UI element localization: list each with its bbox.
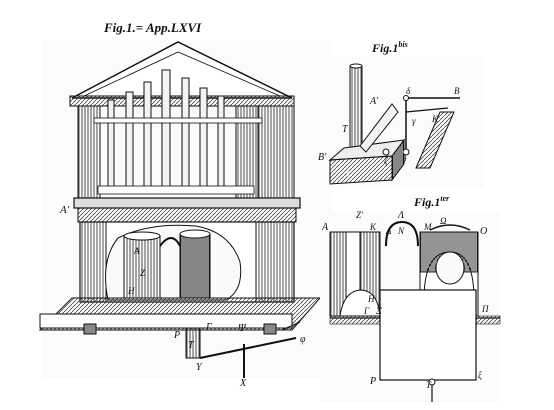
fig1bis-label-epsilon: ε (346, 168, 350, 178)
fig1bis-caption: Fig.1bis (372, 40, 408, 56)
fig1bis-caption-superscript: bis (398, 40, 408, 49)
fig1bis-tube (349, 65, 363, 151)
fig1-label-a-prime: A' (60, 204, 70, 216)
fig1bis-drawing (318, 56, 484, 188)
fig1bis-label-b-prime: B' (318, 152, 327, 163)
fig1ter-label-omega: Ω (440, 216, 447, 226)
fig1ter-label-delta: Δ (386, 226, 392, 236)
fig1ter-label-gamma: Γ (364, 306, 370, 316)
fig1ter-label-p: P (370, 376, 377, 387)
fig1ter-label-e: ξ (478, 370, 482, 380)
fig1bis-label-b: B (454, 86, 460, 96)
fig1bis-label-delta: δ (406, 86, 411, 96)
fig1ter-siphon (385, 220, 419, 247)
fig1-label-p: P (174, 330, 181, 341)
fig1-label-y: Y (196, 362, 202, 373)
fig1-drawing (38, 40, 332, 378)
fig1ter-label-a: A (322, 222, 329, 233)
cornice (73, 197, 301, 209)
fig1-label-h: H (128, 286, 135, 296)
fig1ter-caption: Fig.1ter (414, 194, 449, 210)
fig1bis-trough (415, 111, 455, 169)
fig1bis-label-theta: θ (402, 154, 407, 164)
fig1-label-a: A (134, 246, 140, 256)
fig1ter-lower-box (379, 289, 477, 381)
fig1ter-caption-text: Fig.1 (414, 195, 441, 209)
fig1ter-label-xi: Ξ (376, 306, 382, 316)
fig1-label-z: Z (140, 268, 146, 278)
fig1bis-label-zeta: ζ (384, 156, 388, 166)
lever-arm (199, 337, 297, 359)
fig1ter-label-n: N (398, 226, 405, 236)
fig1-caption: Fig.1.= App.LXVI (104, 20, 202, 35)
fig1ter-label-h: H (368, 294, 375, 304)
fig1bis-label-t: T (342, 124, 348, 135)
fig1ter-label-t: T (426, 380, 432, 390)
fig1-label-psi: Ψ (238, 322, 246, 334)
right-column (257, 105, 295, 199)
fig1-label-t: T (188, 340, 194, 351)
fig1bis-box (329, 155, 393, 185)
fig1ter-label-o: O (480, 226, 488, 237)
bottom-pipe (185, 327, 201, 359)
fig1-label-gamma: Γ (206, 322, 212, 333)
fig1ter-caption-superscript: ter (440, 194, 450, 203)
fig1ter-label-pi: Π (482, 304, 489, 314)
fig1bis-label-k: K (432, 114, 439, 124)
fig1ter-label-k: K (370, 222, 377, 232)
fig1ter-label-m: M (424, 222, 432, 232)
cylinder-right (179, 233, 211, 299)
fig1-label-x: X (240, 378, 247, 389)
fig1ter-label-lambda: Λ (398, 210, 405, 221)
fig1-label-phi: φ (300, 334, 306, 345)
fig1ter-drawing (320, 212, 501, 402)
fig1ter-label-z-prime: Z' (356, 210, 363, 220)
fig1bis-caption-text: Fig.1 (372, 41, 399, 55)
fig1bis-label-gamma: γ (412, 116, 416, 126)
fig1bis-label-a-prime: A' (370, 96, 379, 107)
